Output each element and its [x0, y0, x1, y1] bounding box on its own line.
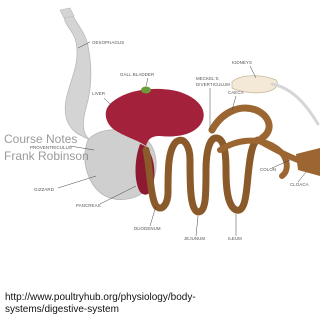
gall-bladder	[141, 87, 151, 94]
label-cloaca: CLOACA	[290, 182, 309, 187]
label-gizzard: GIZZARD	[34, 187, 54, 192]
label-jejunum: JEJUNUM	[184, 236, 205, 241]
label-liver: LIVER	[92, 91, 105, 96]
label-ileum: ILEUM	[228, 236, 242, 241]
source-caption: http://www.poultryhub.org/physiology/bod…	[5, 292, 317, 316]
leader-gall-bladder	[146, 78, 148, 86]
small-intestine	[146, 138, 258, 212]
label-duodenum: DUODENUM	[134, 226, 161, 231]
label-colon: COLON	[260, 167, 276, 172]
cloaca	[296, 148, 320, 176]
ureter	[272, 84, 318, 124]
caption-line-2: systems/digestive-system	[5, 304, 317, 316]
leader-jejunum	[196, 216, 198, 236]
label-pancreas: PANCREAS	[76, 203, 101, 208]
leader-gizzard	[58, 176, 96, 188]
caeca	[212, 108, 269, 138]
label-caeca: CAECA	[228, 90, 244, 95]
caption-line-1: http://www.poultryhub.org/physiology/bod…	[5, 292, 317, 304]
label-kidneys: KIDNEYS	[232, 60, 252, 65]
label-gall-bladder: GALL BLADDER	[120, 72, 154, 77]
oesophagus	[65, 14, 91, 140]
watermark-author: Frank Robinson	[4, 149, 89, 163]
watermark-course-notes: Course Notes	[4, 132, 77, 146]
label-diverticulum: DIVERTICULUM	[196, 82, 230, 87]
label-meckels: MECKEL'S	[196, 76, 219, 81]
label-oesophagus: OESOPHAGUS	[92, 40, 124, 45]
leader-cloaca	[298, 172, 306, 182]
digestive-system-diagram: OESOPHAGUS GALL BLADDER LIVER MECKEL'S D…	[0, 0, 322, 250]
leader-duodenum	[150, 206, 156, 226]
oesophagus-top	[60, 8, 74, 18]
